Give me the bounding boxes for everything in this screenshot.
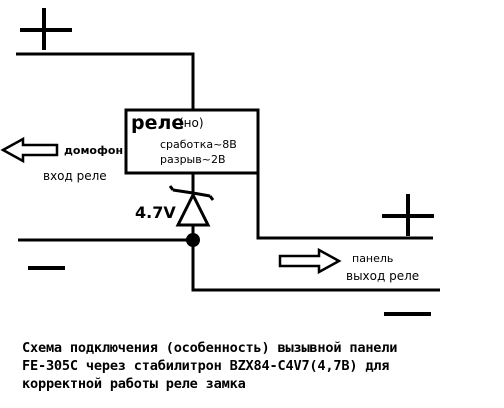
relay-output-wire [256, 158, 433, 240]
relay-title: реле [131, 112, 184, 134]
panel-right-arrow [278, 247, 342, 275]
relay-input-label: вход реле [43, 169, 107, 183]
relay-mode: (но) [179, 116, 204, 130]
panel-label: панель [352, 252, 393, 265]
intercom-label: домофон [64, 144, 123, 157]
diagram-caption: Схема подключения (особенность) вызывной… [22, 339, 500, 393]
zener-voltage-label: 4.7V [135, 203, 176, 222]
top-supply-wire [16, 52, 195, 110]
caption-line-2: FE-305C через стабилитрон BZX84-C4V7(4,7… [22, 358, 390, 374]
relay-release-voltage: разрыв~2В [160, 153, 225, 166]
relay-box [124, 108, 260, 175]
intercom-left-arrow [0, 136, 59, 164]
caption-line-3: корректной работы реле замка [22, 376, 246, 392]
lower-ground-wire [191, 240, 440, 292]
caption-line-1: Схема подключения (особенность) вызывной… [22, 340, 398, 356]
right-plus-sign [382, 194, 434, 236]
relay-output-label: выход реле [346, 269, 419, 283]
relay-trigger-voltage: сработка~8В [160, 138, 237, 151]
top-plus-sign [20, 8, 72, 50]
zener-diode-symbol [168, 185, 215, 240]
